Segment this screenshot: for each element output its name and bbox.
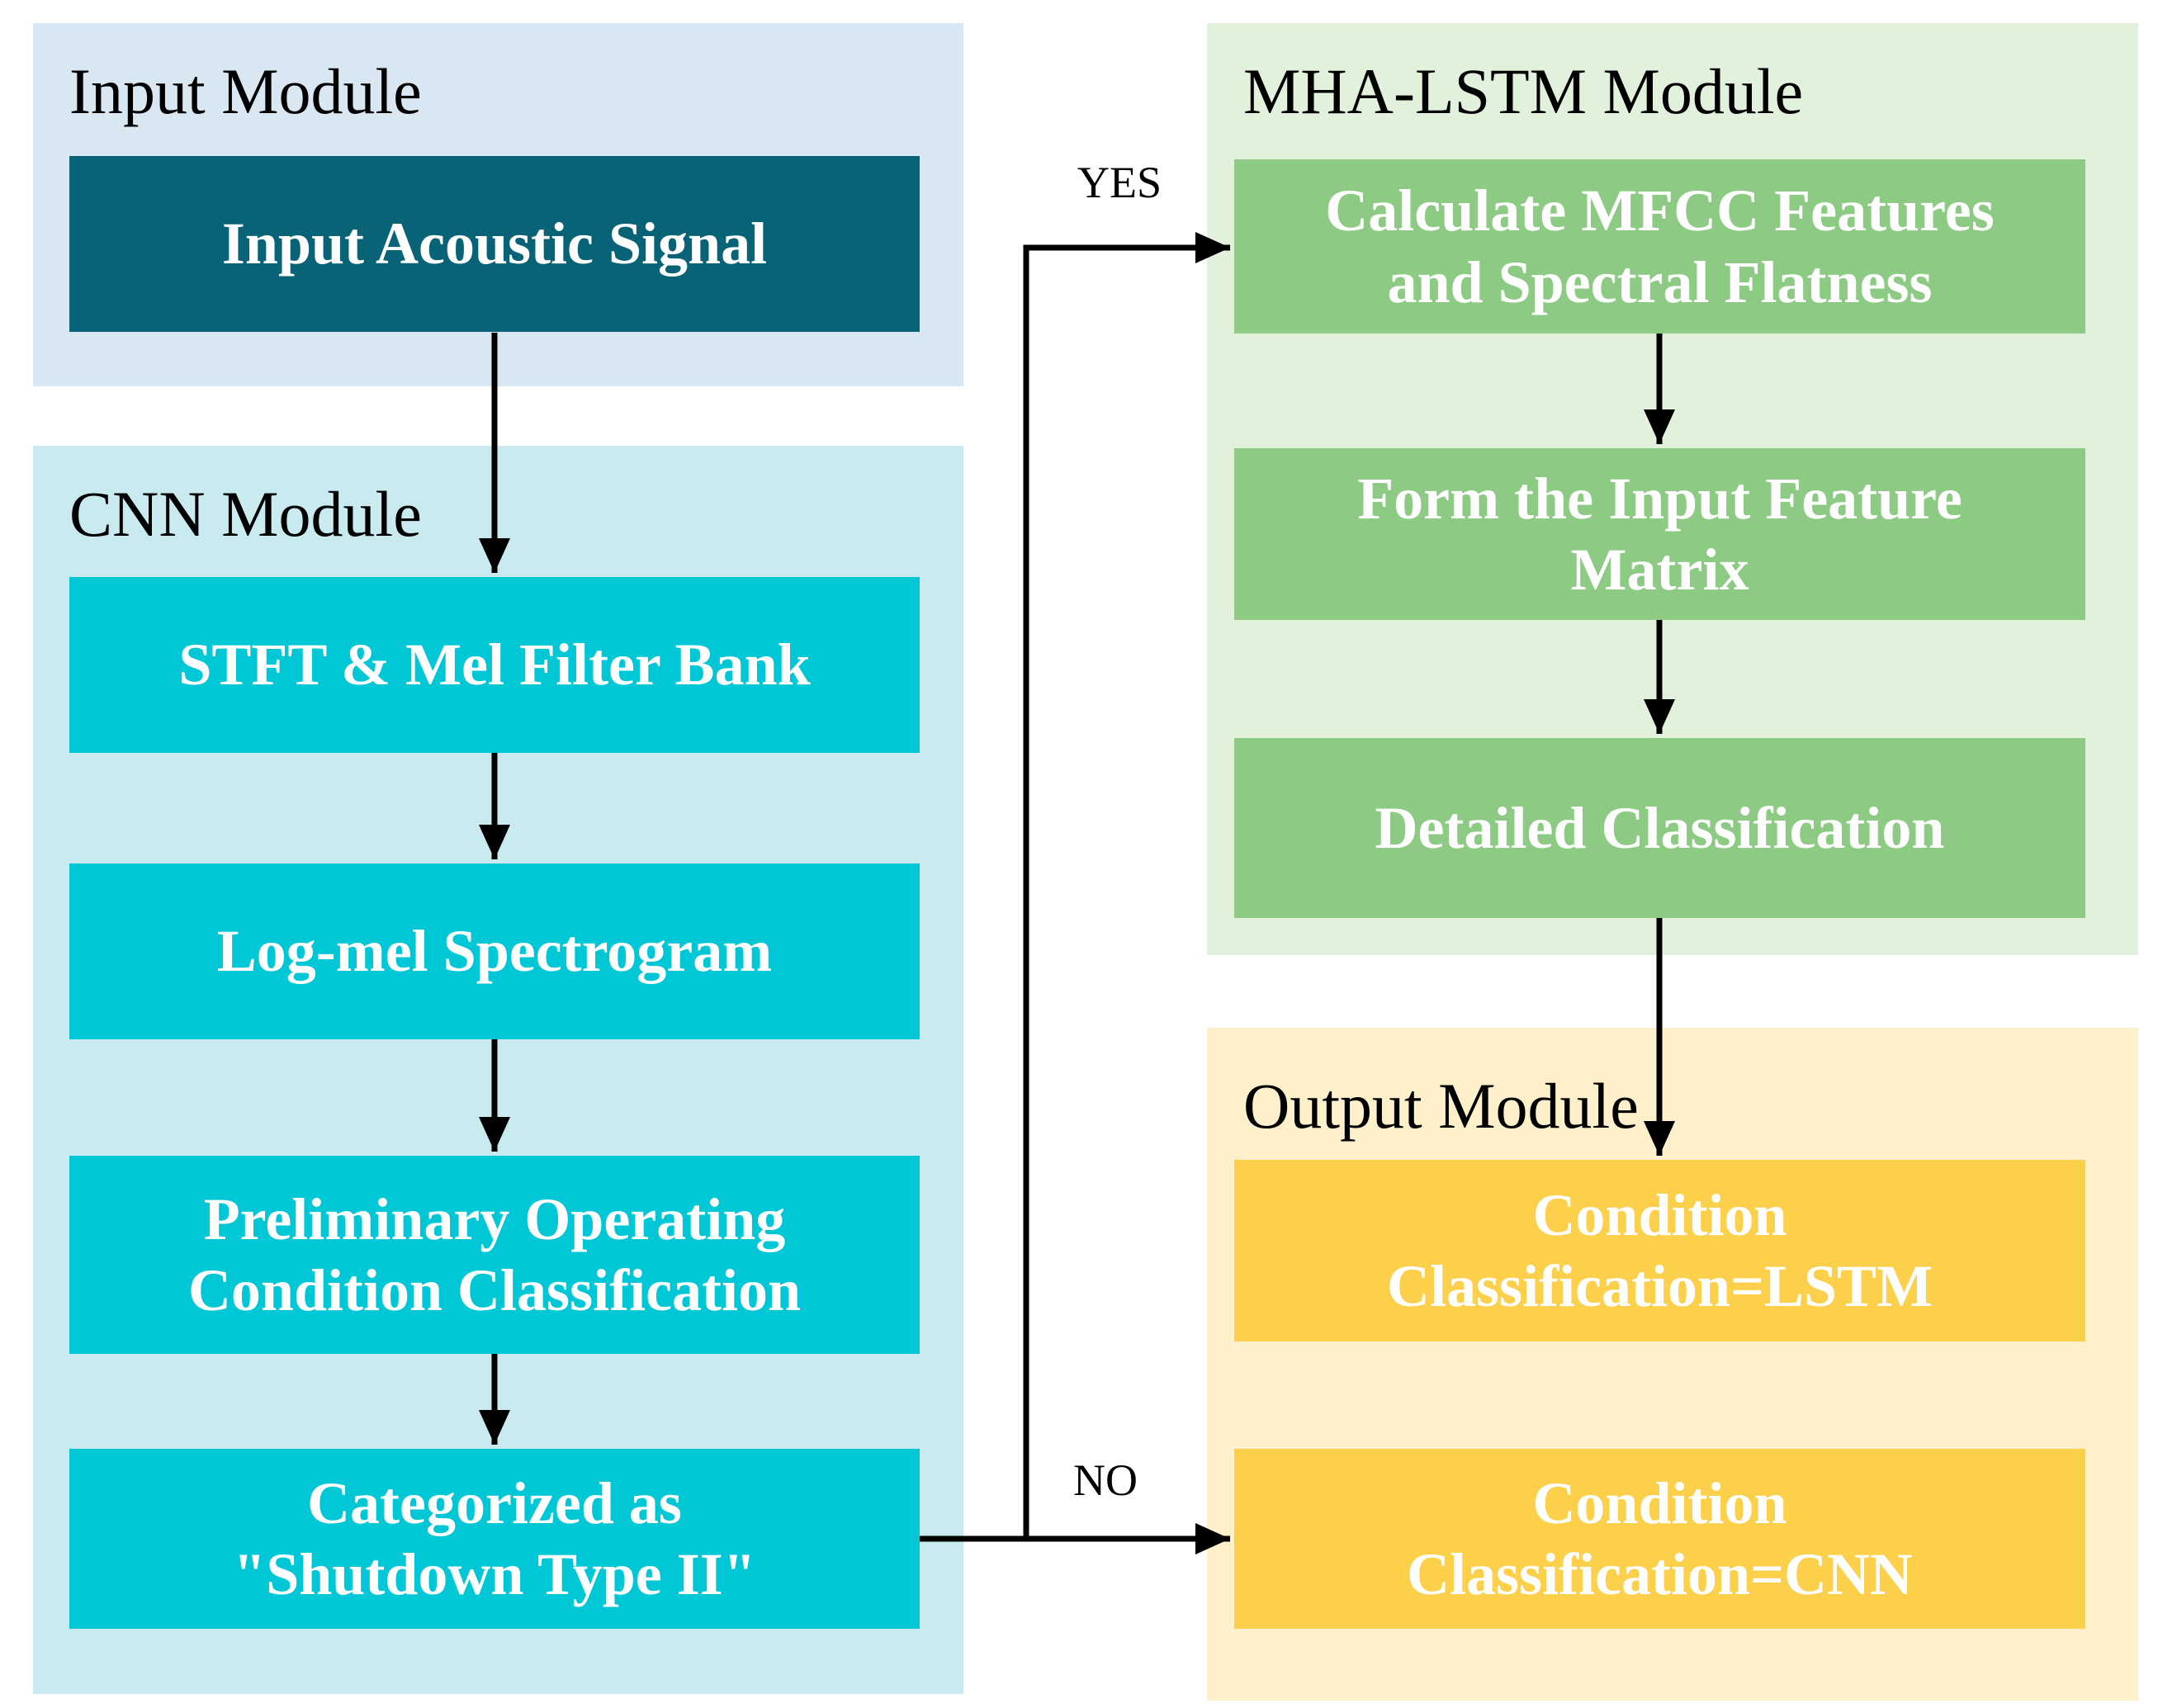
node-condition-classification-cnn: Condition Classification=CNN [1234, 1449, 2085, 1629]
node-form-input-feature-matrix: Form the Input Feature Matrix [1234, 448, 2085, 620]
node-categorized-shutdown-type-2: Categorized as "Shutdown Type II" [69, 1449, 920, 1629]
input-module-title: Input Module [69, 55, 422, 127]
cnn-module-title: CNN Module [69, 478, 422, 550]
node-preliminary-classification: Preliminary Operating Condition Classifi… [69, 1156, 920, 1354]
node-calculate-mfcc-features: Calculate MFCC Features and Spectral Fla… [1234, 159, 2085, 334]
yes-branch-label: YES [1077, 158, 1162, 207]
node-log-mel-spectrogram: Log-mel Spectrogram [69, 863, 920, 1039]
node-detailed-classification: Detailed Classification [1234, 738, 2085, 918]
node-stft-mel-filter-bank: STFT & Mel Filter Bank [69, 577, 920, 753]
no-branch-label: NO [1073, 1455, 1138, 1505]
node-input-acoustic-signal: Input Acoustic Signal [69, 156, 920, 332]
mha-lstm-module-title: MHA-LSTM Module [1243, 55, 1804, 127]
output-module-title: Output Module [1243, 1070, 1639, 1142]
node-condition-classification-lstm: Condition Classification=LSTM [1234, 1160, 2085, 1341]
arrow-yes-branch-to-calc-mfcc [1023, 232, 1230, 1539]
